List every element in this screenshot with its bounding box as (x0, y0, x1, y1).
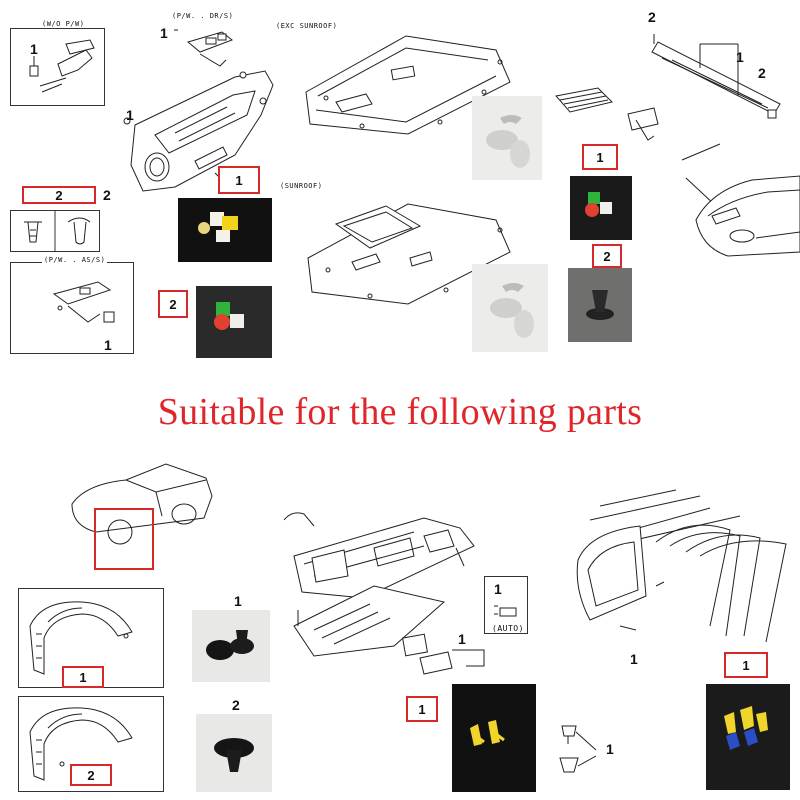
cowl-number-1: 1 (736, 49, 744, 65)
dash-vent-drawing (419, 649, 485, 675)
headliner-clip-photo-1 (472, 96, 542, 180)
cowl-clip-photo-1 (570, 176, 632, 240)
pw-dr-number: 1 (160, 25, 168, 41)
pw-dr-label: (P/W. . DR/S) (172, 12, 234, 20)
cowl-clip-photo-2 (568, 268, 632, 342)
clip-legend-icons (24, 210, 91, 252)
blue-yellow-clips-photo (706, 684, 790, 790)
dashboard-drawing (283, 512, 475, 657)
fender-liner-drawing-1 (29, 601, 133, 675)
fender-photo-number-1: 1 (234, 593, 242, 609)
wo-pw-handle-drawing (29, 39, 95, 93)
door-trim-drawing (123, 70, 274, 192)
photo1-label-box: 1 (218, 166, 260, 194)
wo-pw-label: (W/O P/W) (40, 20, 87, 28)
cowl-grille-drawing (555, 34, 781, 141)
pw-as-frame (10, 262, 134, 354)
headliner-clip-photo-2 (472, 264, 548, 352)
fender-box-2: 2 (70, 764, 112, 786)
auto-frame (484, 576, 528, 634)
pw-as-number: 1 (104, 337, 112, 353)
auto-switch-drawing (494, 605, 517, 617)
wo-pw-number: 1 (30, 41, 38, 57)
fender-photo-number-2: 2 (232, 697, 240, 713)
headliner-exc-sunroof-drawing (305, 35, 511, 135)
exc-sunroof-label: (EXC SUNROOF) (276, 22, 338, 30)
door-weatherstrip-drawing (576, 489, 787, 643)
door-trim-number-1: 1 (126, 107, 134, 123)
black-clip-photo-1 (192, 610, 270, 682)
door-box-1: 1 (724, 652, 768, 678)
cowl-number-2b: 2 (758, 65, 766, 81)
front-wheel-highlight (94, 508, 154, 570)
pw-as-switch-drawing (52, 281, 115, 323)
headline: Suitable for the following parts (157, 391, 643, 433)
green-red-clips-photo (196, 286, 272, 358)
cowl-box-1: 1 (582, 144, 618, 170)
dash-box-1: 1 (406, 696, 438, 722)
sunroof-label: (SUNROOF) (280, 182, 323, 190)
pw-dr-switch-drawing (174, 29, 233, 67)
door-trim-number-2: 2 (103, 187, 111, 203)
small-fastener-number: 1 (606, 741, 614, 757)
black-clip-photo-2 (196, 714, 272, 792)
fender-box-1: 1 (62, 666, 104, 688)
door-number: 1 (630, 651, 638, 667)
photo2-label-box: 2 (158, 290, 188, 318)
clip-2-label-box: 2 (22, 186, 96, 204)
headliner-sunroof-drawing (307, 203, 511, 305)
cowl-box-2: 2 (592, 244, 622, 268)
hood-car-drawing (681, 143, 800, 257)
cowl-number-2a: 2 (648, 9, 656, 25)
small-fastener-drawing (559, 725, 597, 773)
car-silhouette-drawing (71, 463, 213, 545)
pw-as-label: (P/W. . AS/S) (42, 256, 108, 264)
auto-label: (AUTO) (492, 624, 524, 633)
auto-number: 1 (494, 581, 502, 597)
yellow-clips-photo (452, 684, 536, 792)
dash-number: 1 (458, 631, 466, 647)
yellow-white-clips-photo (178, 198, 272, 262)
fender-liner-drawing-2 (29, 707, 133, 781)
